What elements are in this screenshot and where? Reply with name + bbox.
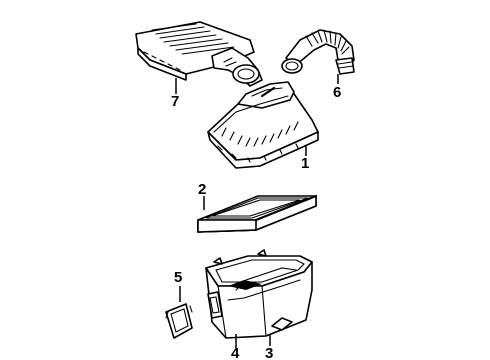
air-resonator-cover — [135, 21, 263, 87]
callout-2: 2 — [198, 181, 206, 198]
callout-5: 5 — [174, 269, 182, 286]
callout-1: 1 — [301, 155, 309, 172]
callout-7: 7 — [171, 93, 179, 110]
air-cleaner-lower-housing — [205, 249, 313, 339]
air-filter-element — [197, 194, 318, 233]
callout-6: 6 — [333, 84, 341, 101]
callout-4: 4 — [231, 345, 240, 360]
callout-3: 3 — [265, 345, 273, 360]
inlet-seal-gasket — [165, 303, 193, 339]
intake-duct-hose — [281, 29, 355, 75]
air-cleaner-upper-housing — [207, 81, 319, 169]
